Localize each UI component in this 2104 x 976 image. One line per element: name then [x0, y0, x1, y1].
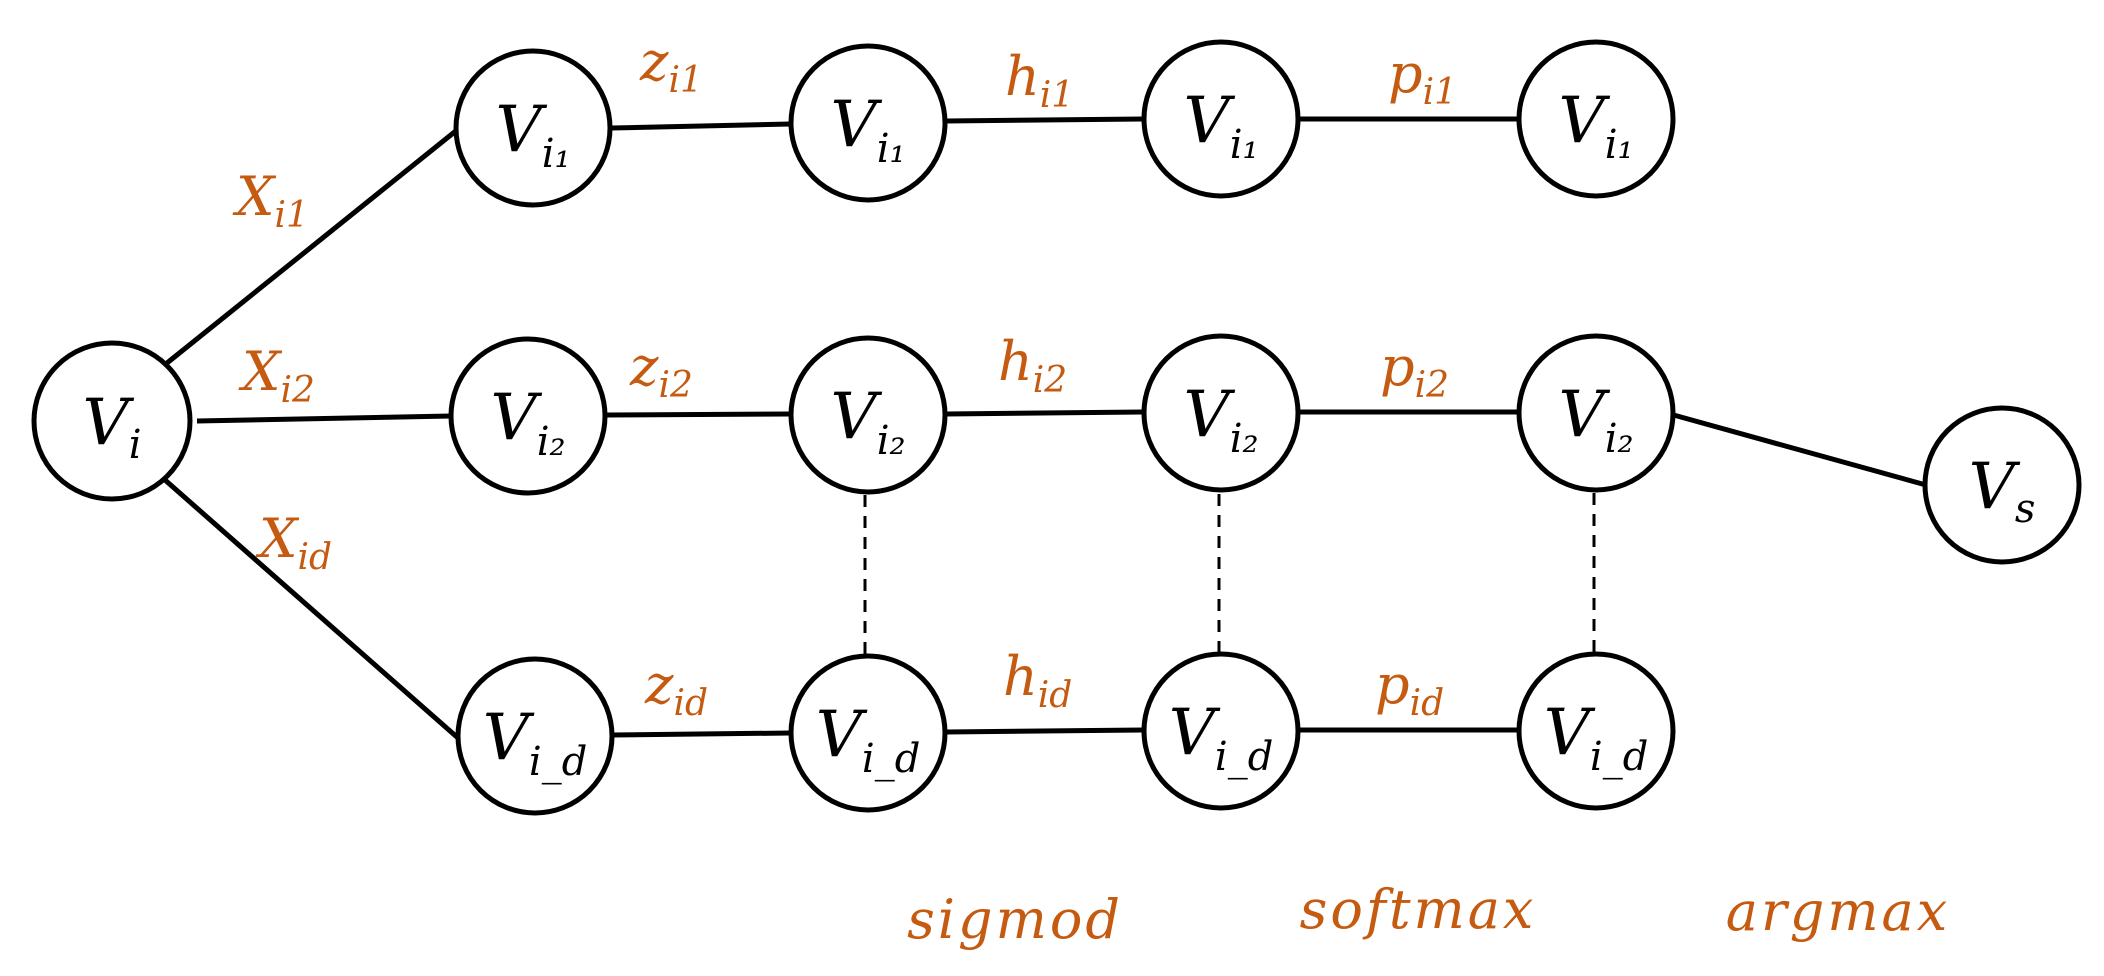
edges [163, 116, 1927, 740]
node-vi1-d-text: Vi₁ [1558, 84, 1633, 168]
node-vs-text: Vs [1969, 450, 2036, 532]
node-vid-a: Vi_d [455, 656, 615, 816]
edge-label-xid: Xid [255, 507, 332, 578]
node-vi2-c-text: Vi₂ [1183, 378, 1258, 462]
node-vi2-b-circle [788, 335, 948, 495]
node-vi2-b: Vi₂ [788, 335, 948, 495]
edge-row2-1-2 [605, 411, 791, 418]
edge-labels: Xi1 Xi2 Xid zi1 zi2 zid hi1 hi2 hid pi1 … [232, 30, 1457, 724]
node-vid-d-circle [1516, 651, 1676, 811]
node-vi2-c-circle [1141, 333, 1301, 493]
node-vid-d: Vi_d [1516, 651, 1676, 811]
edge-label-hi2: hi2 [998, 330, 1067, 401]
edge-label-hid: hid [1003, 645, 1072, 716]
edge-rowd-2-3 [945, 727, 1144, 735]
edge-vi2-vs [1669, 411, 1927, 488]
op-label-softmax: softmax [1300, 878, 1537, 941]
edge-label-zid: zid [644, 653, 708, 724]
node-vid-c: Vi_d [1141, 651, 1301, 811]
edge-row2-2-3 [945, 409, 1144, 417]
node-vi: Vi [31, 340, 193, 502]
node-vi1-d-circle [1516, 39, 1676, 199]
node-vi2-b-text: Vi₂ [830, 380, 905, 464]
node-vi2-d: Vi₂ [1516, 333, 1676, 493]
edge-vi-vi1 [165, 128, 459, 365]
node-vi-text: Vi [82, 386, 141, 468]
node-vi1-b: Vi₁ [788, 43, 948, 203]
node-vs-circle [1922, 405, 2082, 565]
op-label-argmax: argmax [1726, 880, 1950, 943]
node-vid-a-circle [455, 656, 615, 816]
node-vi1-a-text: Vi₁ [495, 93, 570, 177]
node-vi2-a: Vi₂ [448, 336, 608, 496]
node-vi1-c: Vi₁ [1141, 39, 1301, 199]
node-vi2-c: Vi₂ [1141, 333, 1301, 493]
edge-row1-2-3 [945, 116, 1144, 124]
node-vid-d-text: Vi_d [1544, 696, 1649, 780]
node-vi2-a-circle [448, 336, 608, 496]
node-vs: Vs [1922, 405, 2082, 565]
node-vi1-b-text: Vi₁ [830, 88, 905, 172]
edge-label-xi2: Xi2 [238, 340, 315, 411]
node-vid-a-text: Vi_d [483, 701, 588, 785]
edge-label-pi2: pi2 [1380, 335, 1449, 406]
node-vi1-d: Vi₁ [1516, 39, 1676, 199]
edge-label-pi1: pi1 [1388, 42, 1457, 113]
node-vi1-c-text: Vi₁ [1183, 84, 1258, 168]
edge-label-hi1: hi1 [1005, 45, 1074, 116]
edge-row1-1-2 [611, 121, 791, 131]
operation-labels: sigmod softmax argmax [907, 878, 1950, 951]
node-vid-c-text: Vi_d [1169, 696, 1274, 780]
node-vid-c-circle [1141, 651, 1301, 811]
edge-vi-vi2 [196, 413, 452, 424]
node-vid-b: Vi_d [788, 653, 948, 813]
op-label-sigmod: sigmod [907, 888, 1123, 951]
node-vi1-a-circle [453, 48, 613, 208]
node-vid-b-text: Vi_d [816, 698, 921, 782]
node-vi-circle [31, 340, 193, 502]
node-vi1-c-circle [1141, 39, 1301, 199]
node-vid-b-circle [788, 653, 948, 813]
edge-vi-vid [163, 478, 460, 740]
node-vi1-a: Vi₁ [453, 48, 613, 208]
node-vi2-d-circle [1516, 333, 1676, 493]
node-vi1-b-circle [788, 43, 948, 203]
node-vi2-d-text: Vi₂ [1558, 378, 1633, 462]
edge-label-xi1: Xi1 [232, 165, 309, 236]
node-vi2-a-text: Vi₂ [490, 381, 565, 465]
edge-rowd-1-2 [611, 730, 791, 738]
edge-label-zi2: zi2 [629, 335, 693, 406]
edge-label-pid: pid [1375, 653, 1444, 724]
edge-label-zi1: zi1 [639, 30, 703, 101]
